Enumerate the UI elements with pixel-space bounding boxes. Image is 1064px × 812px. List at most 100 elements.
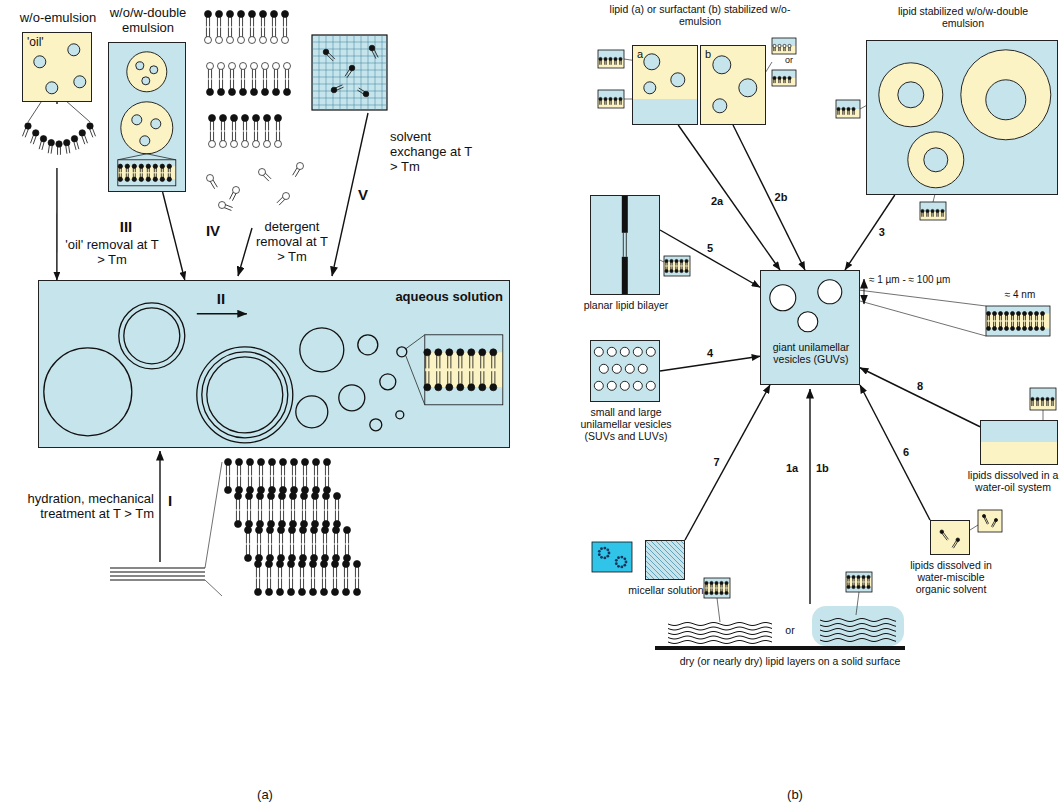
illustration-stroke [296,396,328,428]
illustration-stroke [136,62,144,70]
illustration-stroke [264,141,271,148]
annotation-text: or [774,55,804,65]
illustration-stroke [607,381,616,390]
illustration-stroke [778,76,781,79]
illustration-stroke [127,52,167,92]
illustration-stroke [646,541,684,579]
illustration-stroke [705,581,708,584]
illustration-stroke [110,579,205,580]
annotation-text: II [206,290,236,307]
illustration-stroke [339,385,365,411]
illustration-stroke [118,164,122,168]
illustration-stroke [837,107,840,110]
node-text: aqueous solution [369,290,503,305]
illustration-stroke [289,527,296,534]
illustration-stroke [150,66,158,74]
illustration-stroke [246,493,253,500]
illustration-stroke [68,44,80,56]
illustration-stroke [225,459,232,466]
illustration-stroke [271,11,278,18]
edge-number: 3 [879,226,885,239]
illustration-stroke [592,542,632,572]
annotation-text: V [358,186,378,203]
illustration-stroke [617,556,620,559]
illustration-stroke [264,115,271,122]
illustration-stroke [435,349,442,356]
illustration-stroke [644,54,685,94]
illustration-stroke [218,63,225,70]
illustration-stroke [770,285,796,311]
illustration-stroke [323,49,329,55]
illustration-stroke [288,561,295,568]
illustration-stroke [620,566,623,569]
annotation-text: solvent exchange at T > Tm [390,130,475,175]
illustration-stroke [354,589,361,596]
illustration-stroke [1036,397,1039,400]
illustration-stroke [720,591,723,594]
illustration-stroke [132,115,142,125]
illustration-stroke [207,89,214,96]
illustration-stroke [680,541,684,579]
illustration-stroke [599,97,602,100]
illustration-stroke [1035,312,1039,316]
illustration-stroke [1017,327,1021,331]
illustration-stroke [326,35,327,110]
illustration-stroke [139,177,143,181]
illustration-stroke [262,89,269,96]
illustration-stroke [301,493,308,500]
illustration-stroke [56,141,62,147]
illustration-stroke [147,154,176,160]
edge-number: 5 [707,242,713,255]
illustration-stroke [446,349,453,356]
illustration-stroke [646,347,655,356]
illustration-stroke [994,518,997,521]
illustration-stroke [324,459,331,466]
illustration-stroke [425,335,503,405]
illustration-stroke [288,589,295,596]
illustration-stroke [354,35,355,110]
illustration-stroke [312,63,387,64]
illustration-stroke [603,557,606,560]
illustration-stroke [604,97,607,100]
annotation-text: dry (or nearly dry) lipid layers on a so… [640,655,940,667]
illustration-stroke [280,459,287,466]
water-oil-box: lipids dissolved in a water-oil system [980,420,1058,465]
annotation-text: ≈ 1 µm - ≈ 100 µm [869,274,979,286]
illustration-stroke [297,163,304,170]
emulsion-box: w/o-emulsion'oil' [22,32,92,102]
illustration-stroke [40,136,46,142]
illustration-stroke [277,589,284,596]
illustration-stroke [249,37,256,44]
node-text: 'oil' [27,36,67,50]
illustration-stroke [607,347,616,356]
illustration-stroke [956,538,960,542]
illustration-stroke [46,82,58,94]
illustration-stroke [34,56,46,68]
illustration-stroke [680,259,683,262]
illustration-stroke [333,35,334,110]
illustration-stroke [772,38,796,54]
illustration-stroke [633,381,642,390]
illustration-stroke [685,269,688,272]
node-text: planar lipid bilayer [581,299,671,311]
illustration-stroke [125,177,129,181]
illustration-stroke [312,98,387,99]
illustration-stroke [340,35,341,110]
illustration-stroke [343,589,350,596]
illustration-stroke [665,541,684,579]
double-emulsion-box: w/o/w-double emulsion [108,42,186,192]
illustration-stroke [425,335,503,405]
annotation-text: III [108,218,144,235]
illustration-stroke [323,493,330,500]
illustration-stroke [490,384,497,391]
illustration-stroke [321,561,328,568]
illustration-stroke [644,82,656,94]
illustration-stroke [354,561,361,568]
connector-arrow [163,192,185,280]
illustration-stroke [818,280,842,304]
illustration-stroke [993,327,997,331]
illustration-stroke [1041,312,1045,316]
illustration-stroke [146,164,150,168]
annotation-text: lipid (a) or surfactant (b) stabilized w… [590,3,810,27]
connector-arrow [845,195,895,270]
